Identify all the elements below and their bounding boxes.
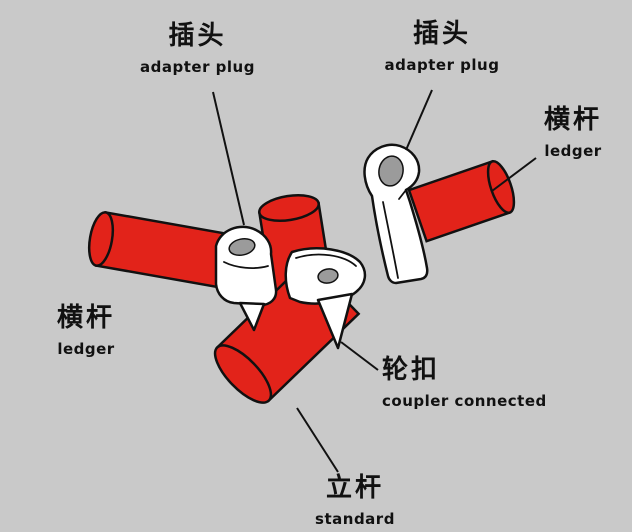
label-coupler-en: coupler connected <box>382 391 547 410</box>
leader-coupler <box>340 341 379 371</box>
adapter-plug-part-right <box>363 143 429 285</box>
label-adapter-plug-right: 插头 adapter plug <box>372 20 512 74</box>
label-ledger-right-en: ledger <box>544 141 602 160</box>
label-adapter-plug-right-en: adapter plug <box>384 55 500 74</box>
label-coupler-zh: 轮扣 <box>382 355 441 385</box>
label-ledger-left-zh: 横杆 <box>56 303 115 333</box>
leader-adapter-plug-right <box>405 89 433 151</box>
label-standard: 立杆 standard <box>300 474 410 528</box>
label-adapter-plug-left-en: adapter plug <box>140 57 255 76</box>
label-coupler: 轮扣 coupler connected <box>382 356 562 410</box>
left-plug-wedge <box>238 301 266 332</box>
left-plug-slot <box>228 237 256 257</box>
standard-bottom-end-cap <box>213 344 273 404</box>
coupler-rosette <box>284 247 367 350</box>
label-adapter-plug-left-zh: 插头 <box>168 21 227 51</box>
label-ledger-right: 横杆 ledger <box>528 106 618 160</box>
label-adapter-plug-left: 插头 adapter plug <box>125 22 270 76</box>
plug-hook-slot <box>378 155 404 187</box>
leader-ledger-right <box>491 157 537 192</box>
standard-top-end-cap <box>258 194 320 222</box>
label-ledger-left-en: ledger <box>57 339 115 358</box>
rosette-hole <box>317 268 339 284</box>
coupler-wedge <box>316 292 354 350</box>
adapter-plug-part-left <box>214 225 278 332</box>
ledger-pipe-right <box>407 159 516 243</box>
plug-plate-edge <box>382 201 399 279</box>
plug-neck-notch <box>398 189 407 200</box>
left-plug-seam <box>223 261 269 269</box>
label-ledger-right-zh: 横杆 <box>543 105 602 135</box>
label-standard-en: standard <box>315 509 395 528</box>
label-adapter-plug-right-zh: 插头 <box>412 19 471 49</box>
rosette-rim-line <box>295 253 357 267</box>
label-ledger-left: 横杆 ledger <box>36 304 136 358</box>
ledger-left-end-cap <box>87 211 115 267</box>
leader-adapter-plug-left <box>212 91 245 226</box>
label-standard-zh: 立杆 <box>325 473 384 503</box>
leader-standard <box>296 407 339 473</box>
